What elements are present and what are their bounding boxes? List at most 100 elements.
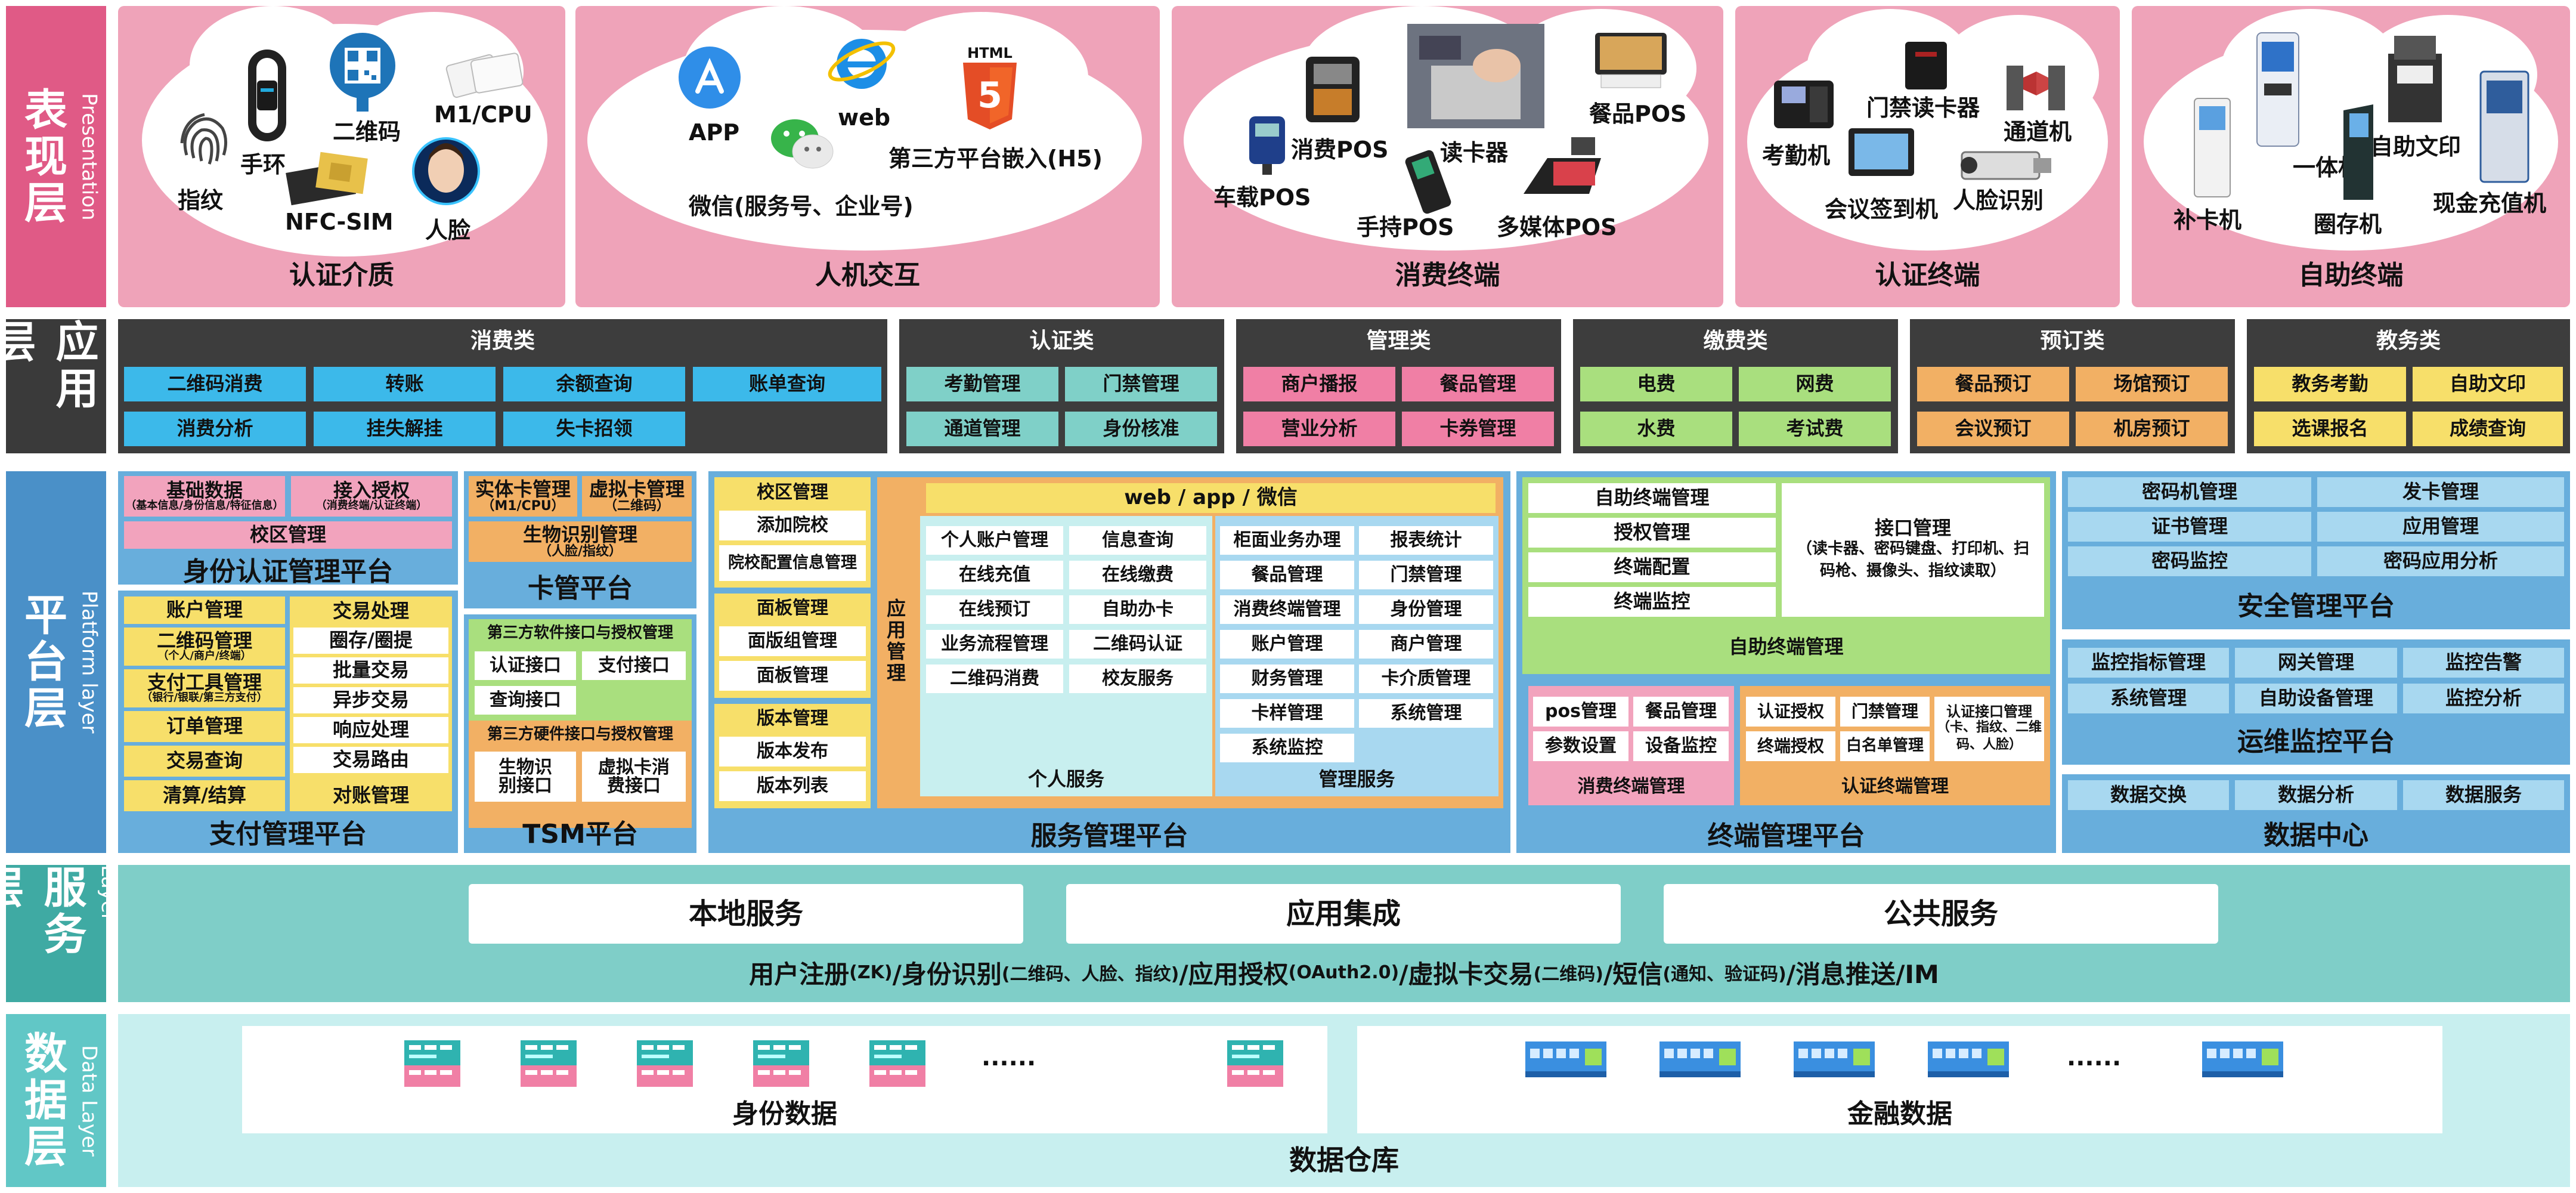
app-item[interactable]: 卡券管理	[1402, 412, 1554, 446]
consume-terminal-item[interactable]: 设备监控	[1633, 731, 1729, 761]
pay-left-item[interactable]: 账户管理	[124, 596, 285, 624]
pay-right-item[interactable]: 交易路由	[293, 747, 448, 773]
tsm-sw-item[interactable]: 认证接口	[475, 651, 576, 680]
datacenter-item[interactable]: 数据交换	[2068, 780, 2229, 810]
app-item[interactable]: 营业分析	[1243, 412, 1395, 446]
ops-item[interactable]: 网关管理	[2235, 648, 2397, 678]
app-item[interactable]: 门禁管理	[1065, 367, 1217, 401]
interface-management[interactable]: 接口管理 （读卡器、密码键盘、打印机、扫码枪、摄像头、指纹读取）	[1782, 483, 2044, 617]
self-terminal-item[interactable]: 终端配置	[1528, 552, 1776, 582]
app-item[interactable]: 考试费	[1739, 412, 1891, 446]
security-item[interactable]: 发卡管理	[2317, 477, 2564, 507]
campus-management[interactable]: 校区管理	[124, 521, 452, 549]
app-item[interactable]: 会议预订	[1917, 412, 2069, 446]
ops-item[interactable]: 监控告警	[2403, 648, 2564, 678]
pay-left-item[interactable]: 二维码管理 （个人/商户/终端）	[124, 628, 285, 666]
service-box-integration[interactable]: 应用集成	[1066, 884, 1621, 944]
pay-right-item[interactable]: 异步交易	[293, 687, 448, 713]
tsm-hw-item[interactable]: 生物识别接口	[475, 752, 576, 802]
mgmt-item[interactable]: 系统监控	[1220, 734, 1354, 762]
personal-item[interactable]: 二维码认证	[1069, 630, 1206, 659]
app-item[interactable]: 网费	[1739, 367, 1891, 401]
mgmt-item[interactable]: 商户管理	[1359, 630, 1493, 659]
pay-right-item[interactable]: 圈存/圈提	[293, 628, 448, 654]
security-item[interactable]: 应用管理	[2317, 512, 2564, 542]
security-item[interactable]: 密码应用分析	[2317, 546, 2564, 576]
app-item[interactable]: 转账	[314, 367, 496, 401]
personal-item[interactable]: 自助办卡	[1069, 595, 1206, 624]
app-item[interactable]: 账单查询	[693, 367, 881, 401]
auth-terminal-item[interactable]: 终端授权	[1746, 731, 1835, 761]
ops-item[interactable]: 监控指标管理	[2068, 648, 2229, 678]
app-item[interactable]: 二维码消费	[124, 367, 306, 401]
svc-left-item[interactable]: 院校配置信息管理	[719, 545, 866, 581]
app-item[interactable]: 机房预订	[2076, 412, 2228, 446]
app-item[interactable]: 余额查询	[503, 367, 685, 401]
personal-item[interactable]: 在线充值	[926, 561, 1063, 589]
app-item[interactable]: 失卡招领	[503, 412, 685, 446]
service-box-public[interactable]: 公共服务	[1664, 884, 2218, 944]
pay-left-item[interactable]: 交易查询	[124, 746, 285, 777]
consume-terminal-item[interactable]: 餐品管理	[1633, 697, 1729, 727]
personal-item[interactable]: 校友服务	[1069, 665, 1206, 693]
app-item[interactable]: 水费	[1580, 412, 1732, 446]
mgmt-item[interactable]: 消费终端管理	[1220, 595, 1354, 624]
mgmt-item[interactable]: 系统管理	[1359, 699, 1493, 728]
consume-terminal-item[interactable]: 参数设置	[1533, 731, 1628, 761]
datacenter-item[interactable]: 数据服务	[2403, 780, 2564, 810]
app-item[interactable]: 消费分析	[124, 412, 306, 446]
pay-left-item[interactable]: 清算/结算	[124, 780, 285, 811]
app-item[interactable]: 自助文印	[2413, 367, 2563, 401]
svc-left-item[interactable]: 添加院校	[719, 511, 866, 540]
app-item[interactable]: 挂失解挂	[314, 412, 496, 446]
app-item[interactable]: 成绩查询	[2413, 412, 2563, 446]
security-item[interactable]: 证书管理	[2068, 512, 2311, 542]
mgmt-item[interactable]: 账户管理	[1220, 630, 1354, 659]
datacenter-item[interactable]: 数据分析	[2235, 780, 2397, 810]
app-item[interactable]: 通道管理	[906, 412, 1058, 446]
bio-recognition[interactable]: 生物识别管理 （人脸/指纹）	[469, 521, 692, 562]
svc-version-item[interactable]: 版本列表	[719, 771, 866, 801]
virtual-card[interactable]: 虚拟卡管理 （二维码）	[582, 476, 692, 517]
auth-terminal-item[interactable]: 认证授权	[1746, 697, 1835, 727]
access-auth[interactable]: 接入授权 （消费终端/认证终端）	[291, 476, 452, 517]
mgmt-item[interactable]: 卡样管理	[1220, 699, 1354, 728]
mgmt-item[interactable]: 报表统计	[1359, 526, 1493, 555]
pay-left-item[interactable]: 订单管理	[124, 711, 285, 742]
basic-data[interactable]: 基础数据 （基本信息/身份信息/特征信息）	[124, 476, 285, 517]
app-item[interactable]: 考勤管理	[906, 367, 1058, 401]
svc-panel-item[interactable]: 面板管理	[719, 661, 866, 691]
app-item[interactable]: 商户播报	[1243, 367, 1395, 401]
self-terminal-item[interactable]: 终端监控	[1528, 587, 1776, 617]
ops-item[interactable]: 自助设备管理	[2235, 684, 2397, 713]
mgmt-item[interactable]: 身份管理	[1359, 595, 1493, 624]
personal-item[interactable]: 在线预订	[926, 595, 1063, 624]
svc-version-item[interactable]: 版本发布	[719, 737, 866, 767]
security-item[interactable]: 密码机管理	[2068, 477, 2311, 507]
tsm-sw-item[interactable]: 查询接口	[475, 686, 576, 715]
tsm-sw-item[interactable]: 支付接口	[582, 651, 686, 680]
mgmt-item[interactable]: 门禁管理	[1359, 561, 1493, 589]
app-item[interactable]: 教务考勤	[2254, 367, 2406, 401]
mgmt-item[interactable]: 财务管理	[1220, 665, 1354, 693]
personal-item[interactable]: 业务流程管理	[926, 630, 1063, 659]
self-terminal-item[interactable]: 授权管理	[1528, 518, 1776, 548]
mgmt-item[interactable]: 餐品管理	[1220, 561, 1354, 589]
svc-version-item[interactable]: 版本管理	[757, 708, 828, 730]
service-box-local[interactable]: 本地服务	[469, 884, 1023, 944]
personal-item[interactable]: 在线缴费	[1069, 561, 1206, 589]
pay-right-item[interactable]: 对账管理	[293, 780, 448, 811]
auth-interface-management[interactable]: 认证接口管理 （卡、指纹、二维码、人脸）	[1934, 697, 2044, 761]
svc-panel-item[interactable]: 面板管理	[757, 598, 828, 619]
app-item[interactable]: 餐品预订	[1917, 367, 2069, 401]
app-item[interactable]: 选课报名	[2254, 412, 2406, 446]
consume-terminal-item[interactable]: pos管理	[1533, 697, 1628, 727]
personal-item[interactable]: 二维码消费	[926, 665, 1063, 693]
physical-card[interactable]: 实体卡管理 （M1/CPU）	[469, 476, 577, 517]
security-item[interactable]: 密码监控	[2068, 546, 2311, 576]
pay-right-item[interactable]: 响应处理	[293, 717, 448, 743]
pay-left-item[interactable]: 支付工具管理 （银行/银联/第三方支付）	[124, 669, 285, 707]
svc-panel-item[interactable]: 面版组管理	[719, 626, 866, 656]
auth-terminal-item[interactable]: 门禁管理	[1840, 697, 1930, 727]
app-item[interactable]: 电费	[1580, 367, 1732, 401]
